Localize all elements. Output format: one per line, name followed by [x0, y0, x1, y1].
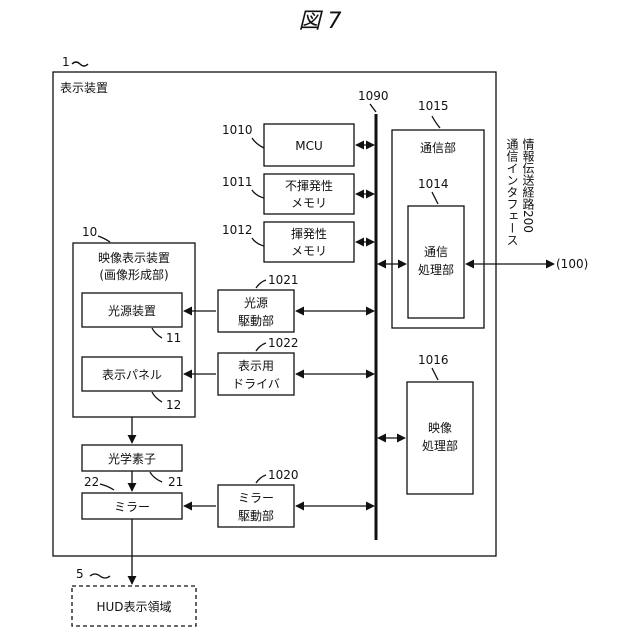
bus-ref: 1090	[358, 89, 389, 103]
mirror-driver-line2: 駆動部	[238, 508, 274, 523]
volatile-memory-ref: 1012	[222, 223, 253, 237]
video-processor-ref: 1016	[418, 353, 449, 367]
hud-display-area-label: HUD表示領域	[96, 599, 171, 614]
light-source-driver-line2: 駆動部	[238, 313, 274, 328]
video-processor-box	[407, 382, 473, 494]
light-source-driver-ref: 1021	[268, 273, 299, 287]
comm-unit-ref: 1015	[418, 99, 449, 113]
comm-processor-box	[408, 206, 464, 318]
hud-display-area-ref-leader	[90, 574, 110, 578]
panel-driver-line1: 表示用	[238, 359, 274, 373]
display-panel-label: 表示パネル	[102, 368, 162, 382]
mcu-label: MCU	[295, 139, 323, 153]
hud-display-area-ref: 5	[76, 567, 84, 581]
comm-processor-ref: 1014	[418, 177, 449, 191]
volatile-memory-line2: メモリ	[291, 244, 327, 258]
comm-unit-label: 通信部	[420, 140, 456, 155]
mirror-ref: 22	[84, 475, 99, 489]
light-source-ref: 11	[166, 331, 181, 345]
mirror-driver-ref: 1020	[268, 468, 299, 482]
figure-title: 図 7	[299, 9, 342, 34]
comm-processor-line1: 通信	[424, 245, 448, 259]
comm-path-line1: 通信インタフェース	[505, 138, 519, 246]
display-device-ref: 1	[62, 55, 70, 69]
mirror-label: ミラー	[114, 500, 150, 514]
mirror-driver-line1: ミラー	[238, 491, 274, 505]
video-processor-line1: 映像	[428, 421, 452, 435]
comm-processor-line2: 処理部	[418, 262, 454, 277]
light-source-driver-line1: 光源	[244, 296, 268, 310]
comm-target-label: (100)	[556, 257, 588, 271]
video-display-device-line2: (画像形成部)	[99, 267, 168, 282]
nonvolatile-memory-line2: メモリ	[291, 196, 327, 210]
light-source-label: 光源装置	[108, 304, 156, 318]
display-panel-ref: 12	[166, 398, 181, 412]
mcu-ref: 1010	[222, 123, 253, 137]
display-device-label: 表示装置	[60, 81, 108, 95]
video-display-device-line1: 映像表示装置	[98, 251, 170, 265]
nonvolatile-memory-line1: 不揮発性	[285, 179, 333, 193]
optical-element-ref: 21	[168, 475, 183, 489]
video-processor-line2: 処理部	[422, 438, 458, 453]
display-device-ref-leader	[72, 62, 88, 66]
volatile-memory-line1: 揮発性	[291, 227, 327, 241]
video-display-device-ref: 10	[82, 225, 97, 239]
optical-element-label: 光学素子	[108, 451, 156, 466]
panel-driver-ref: 1022	[268, 336, 299, 350]
comm-path-line2: 情報伝送経路200	[521, 138, 535, 233]
panel-driver-line2: ドライバ	[232, 377, 280, 391]
nonvolatile-memory-ref: 1011	[222, 175, 253, 189]
